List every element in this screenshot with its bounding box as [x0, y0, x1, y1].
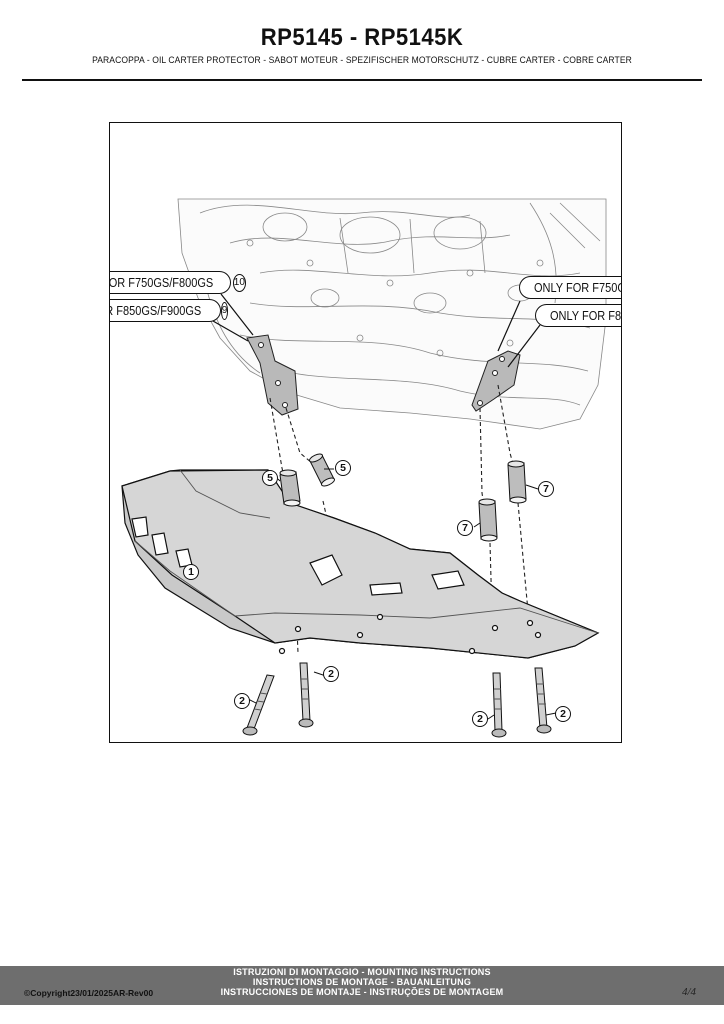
spacer-long-right	[507, 460, 527, 504]
part-label-5-left: 5	[262, 470, 278, 486]
page-number: 4/4	[681, 986, 696, 998]
diagram-drawing	[121, 198, 607, 738]
assembly-diagram: ONLY FOR F750GS/F800GS 10 ONLY FOR F850G…	[109, 122, 622, 743]
spacer-short-right	[309, 453, 335, 487]
callout-left-f850-f900: ONLY FOR F850GS/F900GS 9	[110, 299, 229, 322]
callout-text: ONLY FOR F850GS/F900GS	[550, 308, 622, 323]
part-label-2-a: 2	[323, 666, 339, 682]
footer-line-2: INSTRUCTIONS DE MONTAGE - BAUANLEITUNG	[252, 977, 472, 988]
part-number-badge: 9	[220, 301, 229, 320]
screws	[242, 662, 552, 738]
part-label-2-b: 2	[234, 693, 250, 709]
spacer-long-left	[478, 498, 498, 542]
callout-right-f750-f800: ONLY FOR F750GS/F800GS 10	[519, 276, 621, 299]
part-label-2-d: 2	[555, 706, 571, 722]
footer-line-3: INSTRUCCIONES DE MONTAJE - INSTRUÇÕES DE…	[220, 987, 504, 998]
screw-1	[242, 674, 275, 736]
right-bracket	[471, 350, 521, 412]
callout-right-f850-f900: ONLY FOR F850GS/F900GS 9	[535, 304, 622, 327]
part-label-5-right: 5	[335, 460, 351, 476]
part-label-1: 1	[183, 564, 199, 580]
footer-instructions: ISTRUZIONI DI MONTAGGIO - MOUNTING INSTR…	[0, 968, 724, 998]
left-bracket	[246, 334, 299, 416]
page-subtitle: PARACOPPA - OIL CARTER PROTECTOR - SABOT…	[92, 55, 632, 66]
screw-2	[298, 662, 314, 728]
copyright-text: ©Copyright23/01/2025AR-Rev00	[24, 988, 154, 998]
footer-bar: ISTRUZIONI DI MONTAGGIO - MOUNTING INSTR…	[0, 966, 724, 1005]
callout-text: ONLY FOR F850GS/F900GS	[110, 303, 202, 318]
screw-3	[491, 672, 507, 738]
spacer-short-left	[279, 469, 301, 507]
footer-line-1: ISTRUZIONI DI MONTAGGIO - MOUNTING INSTR…	[233, 967, 491, 978]
callout-text: ONLY FOR F750GS/F800GS	[109, 275, 214, 290]
screw-4	[534, 667, 552, 734]
skid-plate	[121, 469, 600, 659]
callout-left-f750-f800: ONLY FOR F750GS/F800GS 10	[109, 271, 246, 294]
part-label-7-right: 7	[538, 481, 554, 497]
title-rule	[22, 79, 702, 81]
callout-text: ONLY FOR F750GS/F800GS	[534, 280, 621, 295]
page-title: RP5145 - RP5145K	[260, 24, 464, 51]
part-number-badge: 10	[232, 273, 246, 292]
part-label-2-c: 2	[472, 711, 488, 727]
part-label-7-left: 7	[457, 520, 473, 536]
